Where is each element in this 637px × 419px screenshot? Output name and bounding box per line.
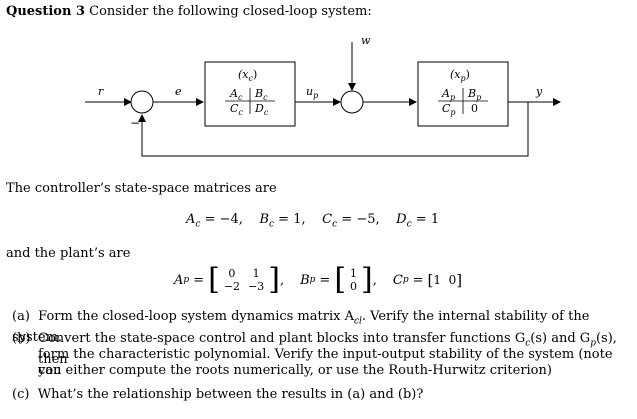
part-b-line3: can either compute the roots numerically… (38, 363, 552, 378)
part-c: (c) What’s the relationship between the … (12, 387, 424, 402)
question-label: Question 3 (6, 4, 86, 19)
Bp-name: B (300, 272, 310, 288)
controller-D: Dc (254, 102, 269, 117)
controller-state-label: (xc) (238, 68, 257, 83)
minus-sign: − (130, 116, 140, 130)
controller-C: Cc (230, 102, 243, 117)
part-a: (a) Form the closed-loop system dynamics… (12, 309, 590, 345)
part-b-label: (b) (12, 331, 31, 346)
controller-intro: The controller’s state-space matrices ar… (6, 181, 277, 196)
r-label: r (98, 85, 104, 98)
block-diagram: r e − w up y (xc) Ac Bc Cc Dc (xp) Ap Bp… (85, 34, 561, 157)
up-label-sub: p (313, 91, 318, 100)
summing-junction-1 (130, 90, 154, 114)
Bp-matrix: 1 0 (350, 267, 358, 293)
controller-B: Bc (254, 87, 268, 102)
e-label: e (175, 85, 182, 98)
Cp-name: C (392, 272, 403, 288)
plant-state-label: (xp) (450, 68, 470, 83)
plant-state-sub: p (461, 74, 466, 83)
summing-junction-2 (340, 90, 364, 114)
y-label: y (535, 85, 543, 98)
feedback-path (138, 102, 529, 157)
Ap-name: A (174, 272, 184, 288)
plant-intro: and the plant’s are (6, 246, 131, 261)
controller-A: Ac (229, 87, 243, 102)
question-header: Question 3 Consider the following closed… (6, 4, 372, 20)
plant-D: 0 (471, 102, 478, 115)
part-b-line1: Convert the state-space control and plan… (38, 331, 617, 367)
plant-state: (x (450, 68, 461, 81)
plant-B: Bp (467, 87, 481, 102)
controller-state-sub: c (249, 74, 254, 83)
up-label: up (306, 85, 318, 100)
up-label-main: u (306, 85, 313, 98)
Cp-matrix: 1 0 (433, 273, 457, 287)
part-b-line2: form the characteristic polynomial. Veri… (38, 347, 613, 378)
question-intro: Consider the following closed-loop syste… (89, 4, 372, 19)
w-label: w (361, 34, 371, 47)
controller-state: (x (238, 68, 249, 81)
plant-C: Cp (442, 102, 456, 117)
plant-A: Ap (441, 87, 455, 102)
controller-equation: Ac = −4, Bc = 1, Cc = −5, Dc = 1 (186, 212, 440, 230)
